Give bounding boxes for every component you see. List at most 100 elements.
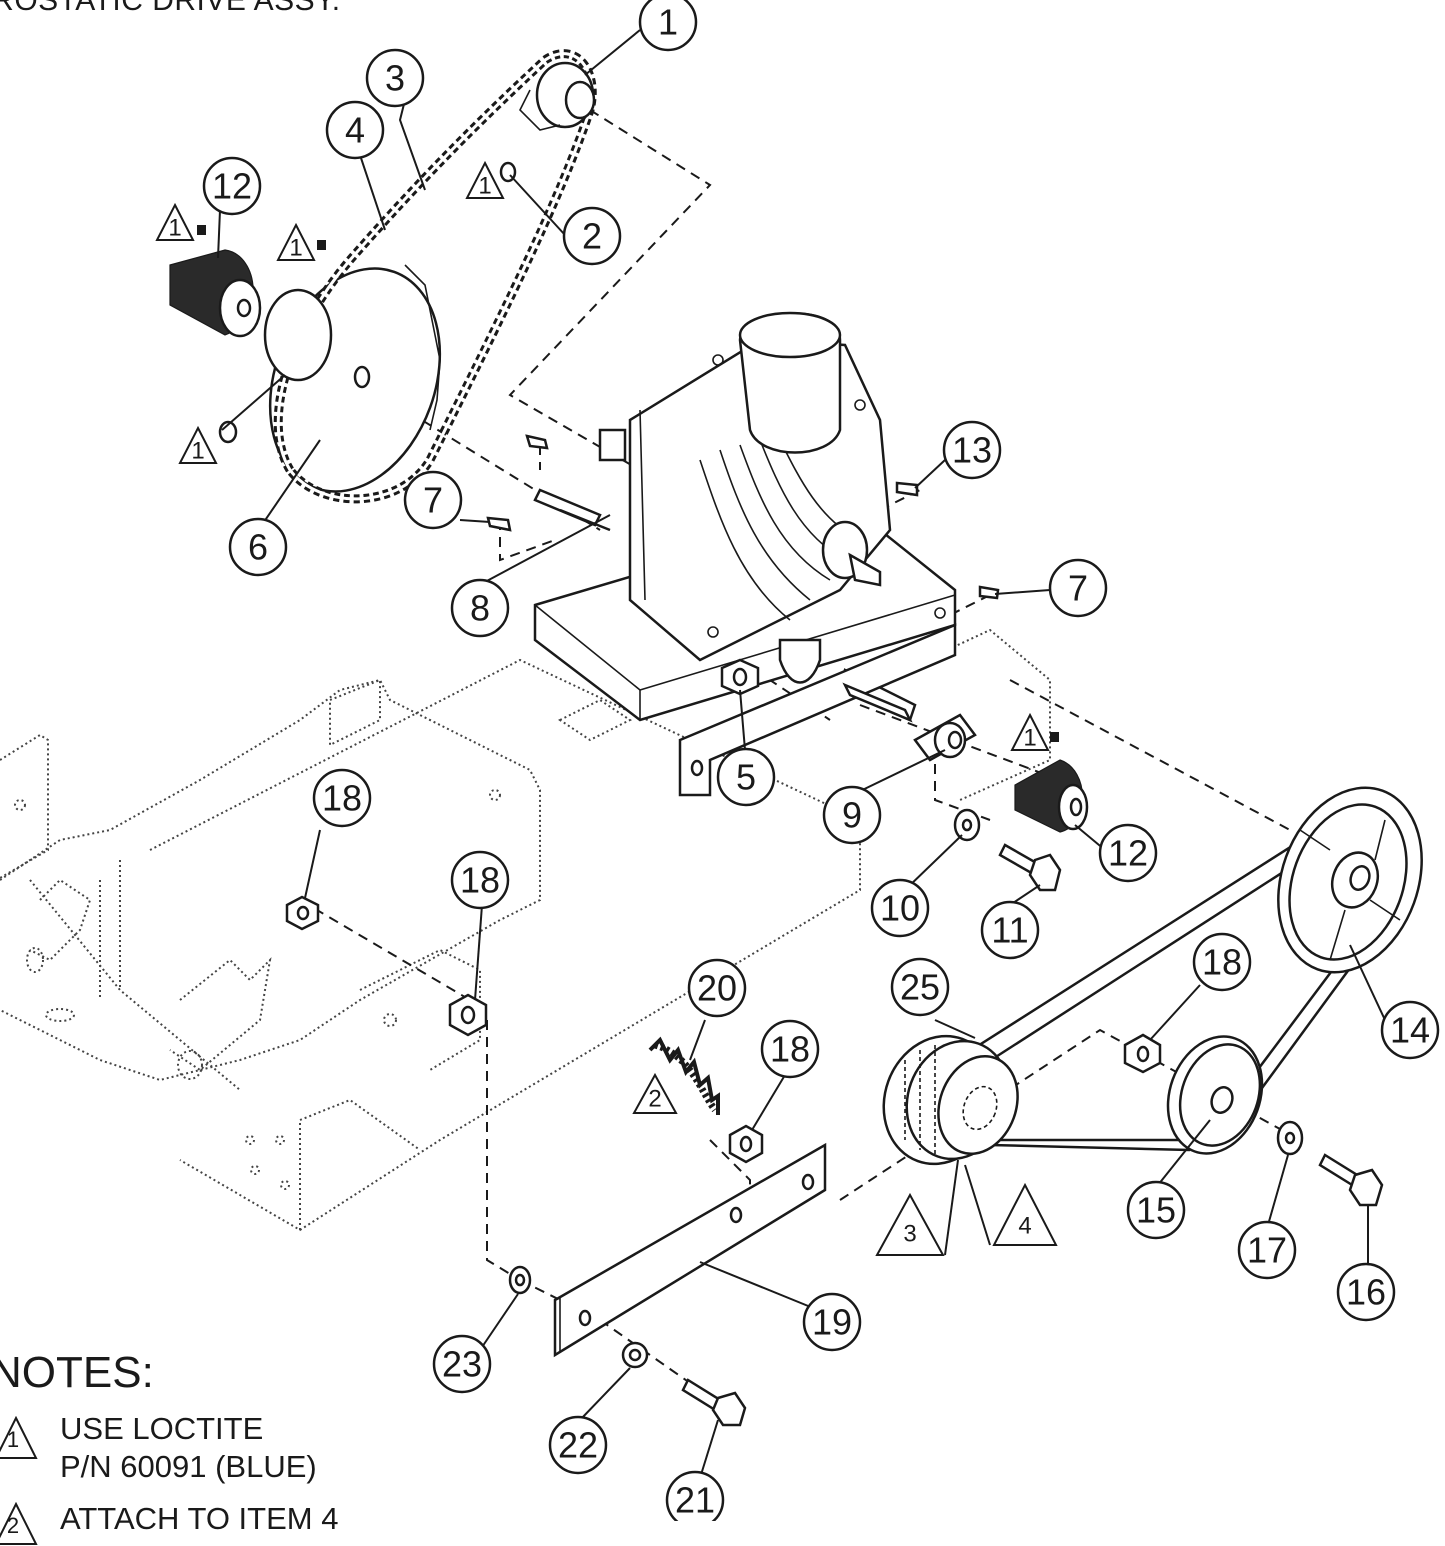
svg-text:1: 1 xyxy=(7,1427,19,1452)
callout-15: 15 xyxy=(1126,1180,1186,1240)
callout-18-lower-left: 18 xyxy=(760,1019,820,1079)
note-marker-1-c: 1 xyxy=(465,160,505,200)
callout-18-middle: 18 xyxy=(450,850,510,910)
callout-2: 2 xyxy=(562,206,622,266)
callout-25: 25 xyxy=(890,957,950,1017)
callout-18-lower-right: 18 xyxy=(1192,932,1252,992)
callout-3: 3 xyxy=(365,48,425,108)
callout-21: 21 xyxy=(665,1470,725,1521)
nut-5 xyxy=(720,658,760,696)
callout-11: 11 xyxy=(980,900,1040,960)
note-1-marker: 1 xyxy=(0,1416,38,1459)
washer-22 xyxy=(621,1341,649,1369)
callout-18-upper: 18 xyxy=(312,768,372,828)
svg-text:6: 6 xyxy=(248,527,268,568)
nut-18-middle xyxy=(448,993,488,1037)
callout-22: 22 xyxy=(548,1415,608,1475)
note-marker-1-b: 1 xyxy=(276,222,316,262)
svg-text:1: 1 xyxy=(658,2,678,43)
svg-text:9: 9 xyxy=(842,795,862,836)
svg-text:5: 5 xyxy=(736,757,756,798)
callout-10: 10 xyxy=(870,878,930,938)
bolt-21 xyxy=(681,1378,747,1427)
callout-13: 13 xyxy=(942,420,1002,480)
washer-10 xyxy=(953,808,981,842)
keys xyxy=(486,434,1000,600)
note-marker-1-e: 1 xyxy=(1010,712,1050,752)
drive-hub-sprocket xyxy=(263,61,596,382)
svg-text:1: 1 xyxy=(168,215,181,242)
mower-frame xyxy=(0,628,1051,1232)
svg-text:16: 16 xyxy=(1346,1272,1386,1313)
note-marker-1-a: 1 xyxy=(155,202,195,242)
note-2-line-1: ATTACH TO ITEM 4 xyxy=(60,1501,339,1536)
nut-18-upper xyxy=(285,895,320,931)
svg-text:1: 1 xyxy=(1023,725,1036,752)
diagram-title: DROSTATIC DRIVE ASSY. xyxy=(0,0,341,17)
coupler-left xyxy=(169,249,262,338)
callout-12-right: 12 xyxy=(1098,823,1158,883)
coupler-right xyxy=(1014,732,1089,833)
set-screws-top xyxy=(197,161,517,444)
callout-20: 20 xyxy=(687,958,747,1018)
pulley-15 xyxy=(1166,1035,1264,1155)
note-1-line-2: P/N 60091 (BLUE) xyxy=(60,1449,317,1484)
callout-23: 23 xyxy=(432,1334,492,1394)
callout-8: 8 xyxy=(450,578,510,638)
callout-7-right: 7 xyxy=(1048,558,1108,618)
washer-17 xyxy=(1276,1120,1304,1156)
svg-text:25: 25 xyxy=(900,967,940,1008)
callout-4: 4 xyxy=(325,100,385,160)
callout-16: 16 xyxy=(1336,1262,1396,1322)
svg-text:13: 13 xyxy=(952,430,992,471)
svg-text:23: 23 xyxy=(442,1344,482,1385)
svg-text:11: 11 xyxy=(991,910,1028,951)
washer-23 xyxy=(508,1265,532,1295)
svg-text:4: 4 xyxy=(345,110,365,151)
pulley-14 xyxy=(1277,786,1423,974)
notes-heading: NOTES: xyxy=(0,1348,154,1397)
note-marker-1-d: 1 xyxy=(178,425,218,465)
callout-19: 19 xyxy=(802,1292,862,1352)
callout-17: 17 xyxy=(1237,1220,1297,1280)
svg-text:17: 17 xyxy=(1247,1230,1287,1271)
svg-text:3: 3 xyxy=(385,58,405,99)
bearing-flange xyxy=(842,682,977,762)
svg-text:19: 19 xyxy=(812,1302,852,1343)
idler-arm-19 xyxy=(553,1142,827,1358)
svg-text:1: 1 xyxy=(191,438,204,465)
svg-text:1: 1 xyxy=(289,235,302,262)
svg-text:14: 14 xyxy=(1390,1010,1430,1051)
svg-text:8: 8 xyxy=(470,588,490,629)
note-marker-4: 4 xyxy=(992,1182,1058,1246)
svg-text:2: 2 xyxy=(7,1513,19,1538)
hydrostatic-transmission xyxy=(533,311,957,797)
note-marker-3: 3 xyxy=(875,1192,945,1256)
drive-chain xyxy=(273,49,597,504)
callout-5: 5 xyxy=(716,747,776,807)
svg-text:22: 22 xyxy=(558,1425,598,1466)
callout-12-left: 12 xyxy=(202,156,262,216)
callout-1: 1 xyxy=(638,0,698,52)
note-1-line-1: USE LOCTITE xyxy=(60,1411,264,1446)
callout-7-left: 7 xyxy=(403,470,463,530)
svg-text:7: 7 xyxy=(423,480,443,521)
svg-text:10: 10 xyxy=(880,888,920,929)
note-2-marker: 2 xyxy=(0,1502,38,1545)
pulley-25 xyxy=(882,1034,1019,1166)
bolt-11 xyxy=(998,843,1062,892)
svg-text:20: 20 xyxy=(697,968,737,1009)
callout-9: 9 xyxy=(822,785,882,845)
svg-text:18: 18 xyxy=(770,1029,810,1070)
svg-text:21: 21 xyxy=(675,1480,715,1521)
svg-text:1: 1 xyxy=(478,173,491,200)
svg-text:18: 18 xyxy=(322,778,362,819)
nut-18-lower-left xyxy=(728,1124,764,1164)
svg-text:18: 18 xyxy=(1202,942,1242,983)
nut-18-lower-right xyxy=(1123,1033,1162,1074)
svg-text:12: 12 xyxy=(212,166,252,207)
svg-text:7: 7 xyxy=(1068,568,1088,609)
callout-6: 6 xyxy=(228,517,288,577)
svg-text:12: 12 xyxy=(1108,833,1148,874)
